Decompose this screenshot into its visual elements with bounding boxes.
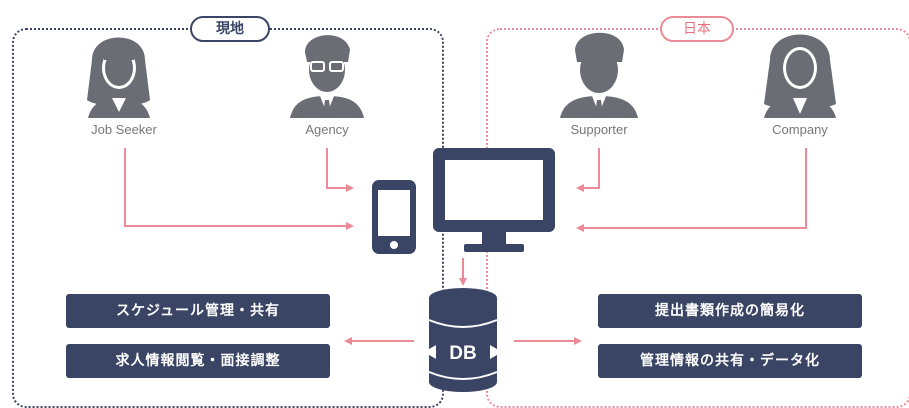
arrow-company-to-monitor xyxy=(576,148,807,232)
person-male-icon xyxy=(560,32,638,118)
arrow-agency-to-phone xyxy=(326,148,354,192)
person-female-icon xyxy=(87,37,150,118)
feature-document-simplify: 提出書類作成の簡易化 xyxy=(598,294,862,328)
person-male-glasses-icon xyxy=(290,35,364,118)
supporter-label: Supporter xyxy=(570,122,628,137)
job-seeker-label: Job Seeker xyxy=(91,122,157,137)
person-female-business-icon xyxy=(764,34,836,118)
feature-job-info-interview: 求人情報閲覧・面接調整 xyxy=(66,344,330,378)
feature-schedule-share: スケジュール管理・共有 xyxy=(66,294,330,328)
company-label: Company xyxy=(772,122,828,137)
monitor-icon xyxy=(433,148,555,252)
smartphone-icon xyxy=(372,180,416,254)
database-label: DB xyxy=(449,343,476,364)
feature-info-share-data: 管理情報の共有・データ化 xyxy=(598,344,862,378)
flow-arrows xyxy=(124,148,807,345)
arrow-supporter-to-monitor xyxy=(576,148,600,192)
database-icon xyxy=(424,288,502,392)
japan-region-label: 日本 xyxy=(660,16,734,42)
arrow-job-seeker-to-devices xyxy=(124,148,354,230)
local-region-label: 現地 xyxy=(190,16,270,42)
agency-label: Agency xyxy=(305,122,349,137)
